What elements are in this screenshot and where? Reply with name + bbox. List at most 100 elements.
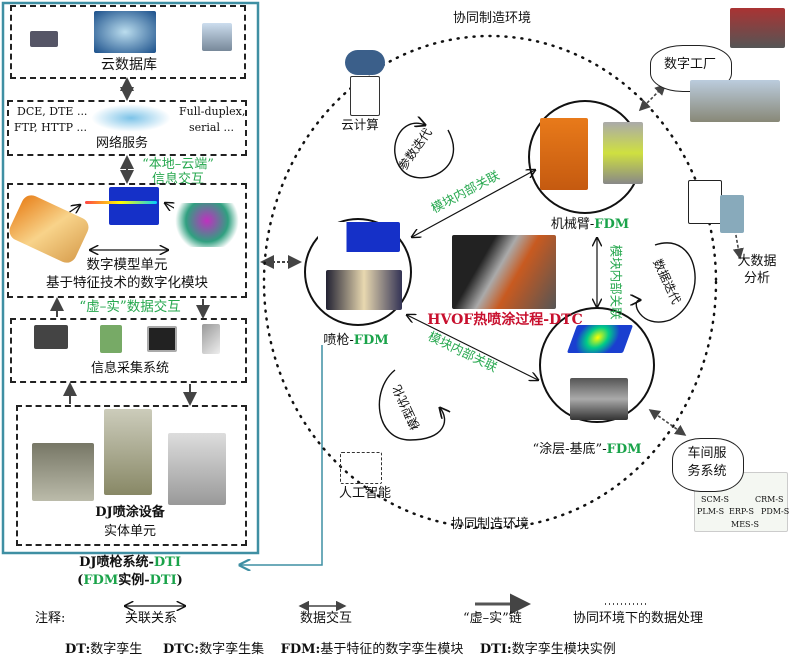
sys-label: PLM-S [697, 507, 725, 516]
def-abbr: DTI: [479, 642, 512, 657]
workshop-label-2: 务系统 [687, 464, 727, 479]
robot-arm-photo [540, 118, 588, 190]
instance-title: (FDM实例-DTI) [77, 573, 183, 589]
intra-assoc-label: 模块内部关联 [608, 244, 624, 320]
sys-label: ERP-S [729, 507, 754, 516]
virtual-real-label: “虚–实”数据交互 [79, 299, 181, 315]
factory-icon [730, 8, 785, 48]
def-text: 数字孪生模块实例 [511, 642, 616, 657]
sys-label: CRM-S [755, 495, 784, 504]
spray-gun-model [6, 192, 92, 266]
robot-arm-model [603, 122, 643, 184]
network-hub-icon [91, 104, 171, 132]
flow-simulation-image [109, 187, 159, 225]
env-bottom-label: 协同制造环境 [450, 517, 530, 532]
sys-label: PDM-S [761, 507, 790, 516]
system-title-dti: DTI [153, 555, 181, 570]
paren: ( [77, 573, 84, 588]
big-data-label: 大数据 [737, 254, 777, 269]
local-cloud-label: “本地–云端” [142, 157, 214, 172]
collab-env-ring [262, 34, 718, 530]
data-iter-loop [636, 242, 696, 323]
def-text: 数字孪生集 [199, 642, 265, 657]
def-abbr: DT: [65, 642, 91, 657]
gun-photo [326, 270, 402, 310]
data-arrow [648, 409, 687, 436]
instance-fdm: FDM [83, 573, 119, 588]
gun-text: 喷枪- [323, 333, 354, 348]
cloud-data-image [94, 11, 156, 53]
cloud-db-box: 云数据库 [10, 5, 246, 79]
hvof-process-photo [452, 235, 556, 309]
workshop-label: 车间服 [687, 446, 727, 461]
legend-collab: 协同环境下的数据处理 [573, 611, 704, 626]
circuit-board-icon [100, 325, 122, 353]
probe-icon [202, 324, 220, 354]
env-top-label: 协同制造环境 [452, 11, 532, 26]
database-icon [720, 195, 744, 233]
scanner-icon [34, 325, 68, 349]
definitions: DT:数字孪生 DTC:数字孪生集 FDM:基于特征的数字孪生模块 DTI:数字… [65, 642, 616, 658]
model-opt-loop [378, 369, 444, 441]
instance-text: 实例- [118, 573, 150, 588]
user-computer-icon [202, 23, 232, 51]
control-cabinet-image [168, 433, 226, 505]
gun-fdm-circle [304, 218, 412, 326]
system-title: DJ喷枪系统-DTI [79, 555, 181, 571]
coat-text: “涂层-基底”- [532, 442, 607, 457]
surface-plot-image [174, 203, 240, 247]
hvof-dtc-label: HVOF热喷涂过程-DTC [427, 312, 583, 328]
legend-data-exchange: 数据交互 [300, 611, 353, 626]
system-title-text: DJ喷枪系统- [79, 555, 154, 570]
entity-unit-label: 实体单元 [103, 524, 157, 539]
equipment-box: DJ喷涂设备 实体单元 [16, 405, 247, 546]
spray-gun-image [104, 409, 152, 495]
sys-label: MES-S [731, 520, 759, 529]
instance-dti: DTI [149, 573, 177, 588]
powder-feeder-image [32, 443, 94, 501]
cloud-compute-label: 云计算 [341, 117, 379, 132]
data-arrow [638, 83, 667, 112]
digital-model-box: 数字模型单元 基于特征技术的数字化模块 [6, 183, 247, 298]
network-label: 网络服务 [95, 136, 149, 151]
net-protocol-2: FTP, HTTP ... [14, 121, 87, 134]
coat-fdm-label: “涂层-基底”-FDM [532, 442, 642, 458]
substrate-photo [570, 378, 628, 420]
def-abbr: FDM: [280, 642, 321, 657]
chart-icon [688, 180, 722, 224]
ai-chip-icon [340, 452, 382, 484]
equipment-label: DJ喷涂设备 [95, 505, 165, 520]
info-collect-label: 信息采集系统 [90, 361, 170, 376]
model-module-label: 基于特征技术的数字化模块 [46, 275, 208, 291]
server-tower-icon [350, 76, 380, 116]
net-protocol-1: DCE, DTE ... [17, 105, 88, 118]
server-icon [30, 31, 58, 47]
big-data-label-2: 分析 [743, 271, 771, 286]
left-panel-border [1, 1, 260, 555]
arm-fdm-label: 机械臂-FDM [550, 217, 630, 233]
arm-fdm: FDM [594, 217, 630, 232]
factory-photo [690, 80, 780, 122]
net-mode-1: Full-duplex, [179, 105, 246, 118]
arm-text: 机械臂- [550, 217, 595, 232]
model-unit-label: 数字模型单元 [86, 257, 168, 273]
dti-connector [240, 345, 323, 565]
net-mode-2: serial ... [189, 121, 234, 134]
thought-cloud-workshop [672, 438, 744, 492]
legend-vr-chain: “虚–实”链 [463, 611, 522, 626]
sys-label: SCM-S [701, 495, 729, 504]
intra-assoc-arrow [407, 315, 538, 380]
legend-note: 注释: [35, 611, 66, 626]
network-box: DCE, DTE ... FTP, HTTP ... Full-duplex, … [7, 100, 247, 156]
def-text: 基于特征的数字孪生模块 [320, 642, 464, 657]
ai-label: 人工智能 [338, 486, 392, 501]
gun-simulation-image [318, 222, 400, 252]
def-abbr: DTC: [162, 642, 200, 657]
param-iter-loop [394, 123, 455, 179]
sensor-icon [147, 326, 177, 352]
cloud-db-label: 云数据库 [101, 57, 157, 73]
gun-fdm-label: 喷枪-FDM [323, 333, 388, 349]
cloud-icon [345, 50, 385, 75]
